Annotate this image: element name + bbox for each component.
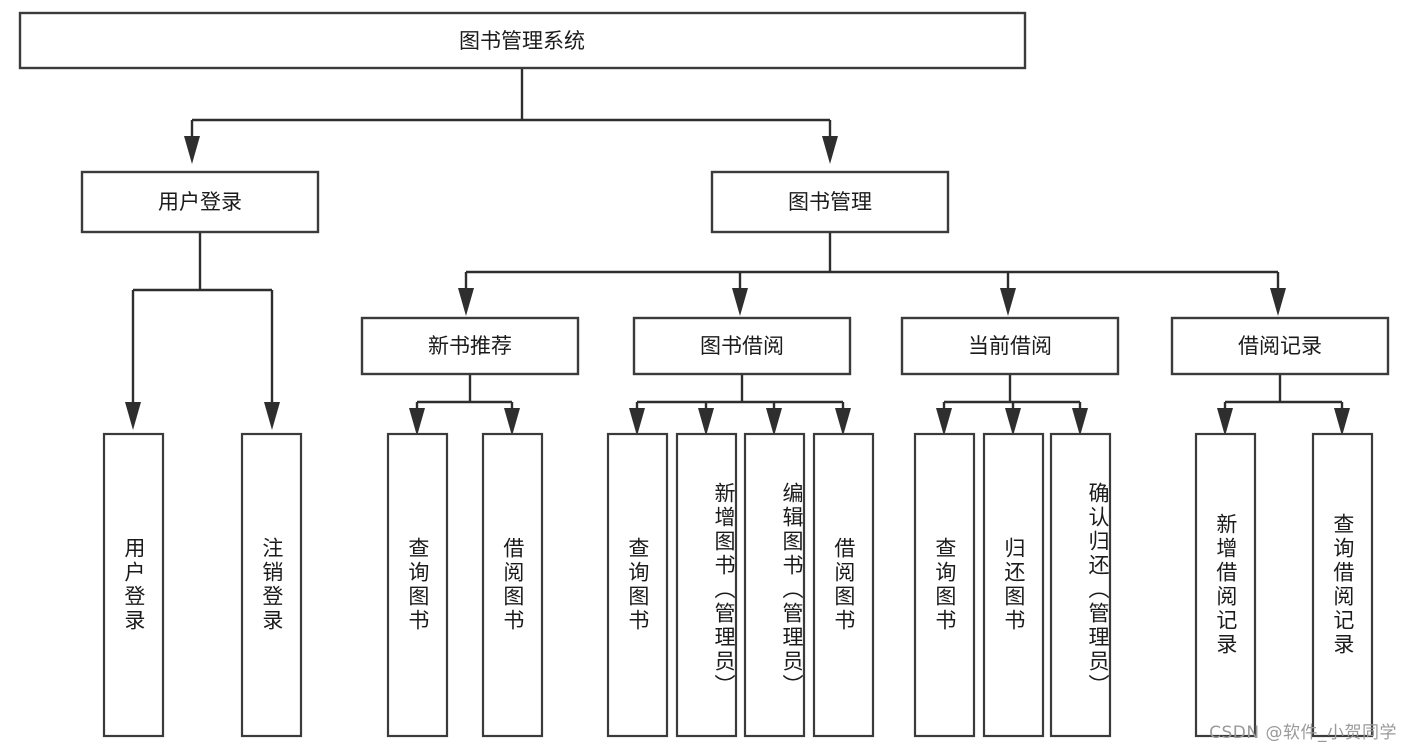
arrow-head-icon	[409, 408, 425, 436]
node-box-leaf-return-book[interactable]	[982, 432, 1045, 738]
arrow-head-icon	[1334, 408, 1350, 436]
arrow-head-icon	[1005, 408, 1021, 436]
node-label-leaf-borrow-book-1: 借阅图书	[500, 537, 525, 633]
node-box-leaf-query-record[interactable]	[1311, 432, 1374, 738]
arrow-head-icon	[629, 408, 645, 436]
node-label-current-borrow: 当前借阅	[968, 334, 1052, 358]
connector-group-currentborrow	[936, 374, 1088, 436]
node-box-leaf-add-book[interactable]	[675, 432, 738, 738]
arrow-head-icon	[264, 402, 280, 430]
arrow-head-icon	[732, 288, 748, 316]
node-label-new-book-recommend: 新书推荐	[428, 334, 512, 358]
node-label-book-borrow: 图书借阅	[700, 334, 784, 358]
arrow-head-icon	[1217, 408, 1233, 436]
connector-group-borrowrecord	[1217, 374, 1350, 436]
node-box-leaf-confirm-return[interactable]	[1049, 432, 1112, 738]
node-label-leaf-user-login: 用户登录	[121, 537, 146, 633]
arrow-head-icon	[125, 402, 141, 430]
arrow-head-icon	[1270, 288, 1286, 316]
node-label-root: 图书管理系统	[459, 29, 585, 53]
arrow-head-icon	[1072, 408, 1088, 436]
node-label-leaf-query-book-3: 查询图书	[932, 537, 957, 633]
node-box-leaf-query-book-1[interactable]	[386, 432, 449, 738]
node-box-leaf-edit-book[interactable]	[743, 432, 806, 738]
connector-group-bookmanage	[458, 232, 1286, 316]
node-box-leaf-borrow-book-1[interactable]	[481, 432, 544, 738]
node-label-user-login: 用户登录	[158, 190, 242, 214]
node-label-leaf-query-book-1: 查询图书	[405, 537, 430, 633]
node-box-new-book-recommend[interactable]	[360, 316, 580, 376]
node-box-leaf-query-book-2[interactable]	[606, 432, 669, 738]
arrow-head-icon	[504, 408, 520, 436]
arrow-head-icon	[184, 136, 200, 164]
arrow-head-icon	[936, 408, 952, 436]
node-box-leaf-query-book-3[interactable]	[913, 432, 976, 738]
node-label-borrow-record: 借阅记录	[1238, 334, 1322, 358]
node-label-leaf-query-record: 查询借阅记录	[1330, 513, 1355, 657]
csdn-watermark: CSDN @软件_小贺同学	[1209, 723, 1397, 743]
node-label-leaf-borrow-book-2: 借阅图书	[831, 537, 856, 633]
connector-group-userlogin	[125, 232, 280, 430]
node-box-borrow-record[interactable]	[1170, 316, 1390, 376]
node-label-leaf-confirm-return: 确认归还（管理员）	[1086, 482, 1110, 698]
node-box-user-login[interactable]	[80, 170, 320, 234]
node-box-leaf-borrow-book-2[interactable]	[812, 432, 875, 738]
arrow-head-icon	[458, 288, 474, 316]
connector-group-root	[184, 68, 838, 164]
node-label-leaf-edit-book: 编辑图书（管理员）	[780, 482, 804, 698]
arrow-head-icon	[698, 408, 714, 436]
node-box-leaf-user-login[interactable]	[102, 432, 165, 738]
node-box-leaf-add-record[interactable]	[1194, 432, 1257, 738]
node-box-leaf-logout[interactable]	[240, 432, 303, 738]
arrow-head-icon	[766, 408, 782, 436]
connector-group-newbook	[409, 374, 520, 436]
node-label-leaf-query-book-2: 查询图书	[625, 537, 650, 633]
node-label-leaf-logout: 注销登录	[259, 537, 284, 633]
node-box-book-borrow[interactable]	[632, 316, 852, 376]
node-label-leaf-return-book: 归还图书	[1001, 537, 1026, 633]
arrow-head-icon	[822, 136, 838, 164]
node-box-current-borrow[interactable]	[900, 316, 1120, 376]
node-label-book-manage: 图书管理	[788, 190, 872, 214]
arrow-head-icon	[1000, 288, 1016, 316]
arrow-head-icon	[835, 408, 851, 436]
node-label-leaf-add-record: 新增借阅记录	[1213, 513, 1238, 657]
node-box-root[interactable]	[18, 11, 1027, 70]
node-label-leaf-add-book: 新增图书（管理员）	[712, 482, 736, 698]
node-box-book-manage[interactable]	[710, 170, 950, 234]
connector-group-bookborrow	[629, 374, 851, 436]
